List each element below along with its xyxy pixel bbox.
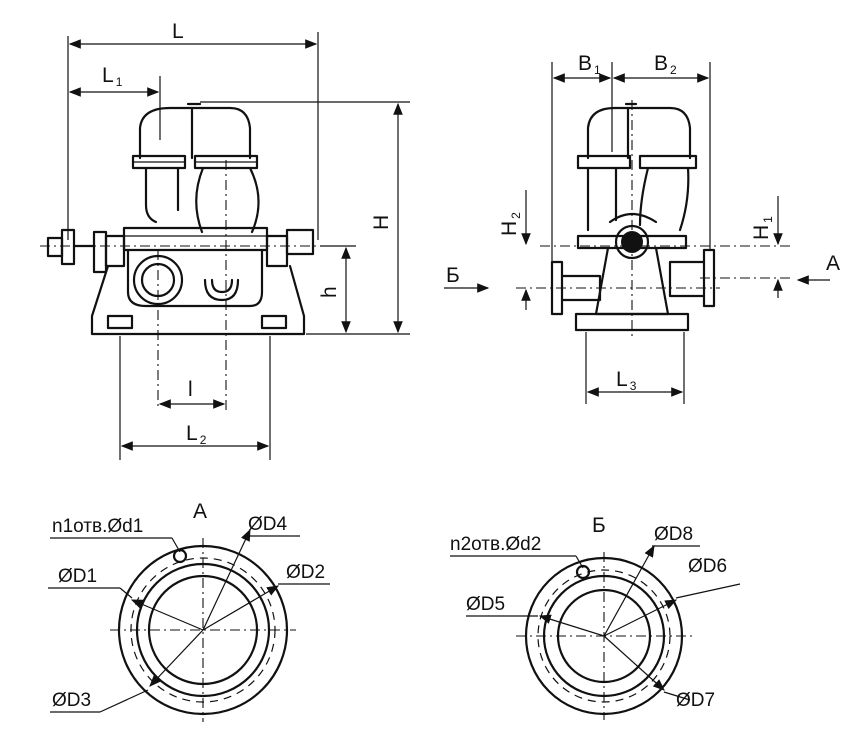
dim-D6: ØD6 [688, 556, 727, 577]
flange-b-view [450, 544, 741, 720]
dim-h: h [318, 286, 341, 298]
flange-a-title: A [193, 500, 207, 523]
dim-H2: H2 [498, 212, 523, 236]
dim-D3: ØD3 [52, 690, 91, 711]
hole-spec-n1: n1отв.Ød1 [52, 516, 143, 537]
dim-D5: ØD5 [466, 594, 505, 615]
flange-b-title: Б [592, 514, 606, 537]
hole-spec-n2: n2отв.Ød2 [450, 534, 541, 555]
flange-a-view [48, 528, 330, 722]
dim-D2: ØD2 [286, 562, 325, 583]
inlet-label-A: A [826, 252, 840, 275]
front-view [40, 32, 410, 460]
dim-l: l [188, 378, 193, 401]
dim-D1: ØD1 [58, 566, 97, 587]
dim-H1: H1 [750, 216, 775, 240]
dim-D8: ØD8 [654, 524, 693, 545]
side-view [444, 62, 830, 404]
outlet-label-B: Б [446, 264, 460, 287]
dim-L: L [172, 20, 184, 43]
dim-D7: ØD7 [676, 690, 715, 711]
dim-H: H [370, 215, 393, 230]
dim-D4: ØD4 [248, 514, 288, 535]
